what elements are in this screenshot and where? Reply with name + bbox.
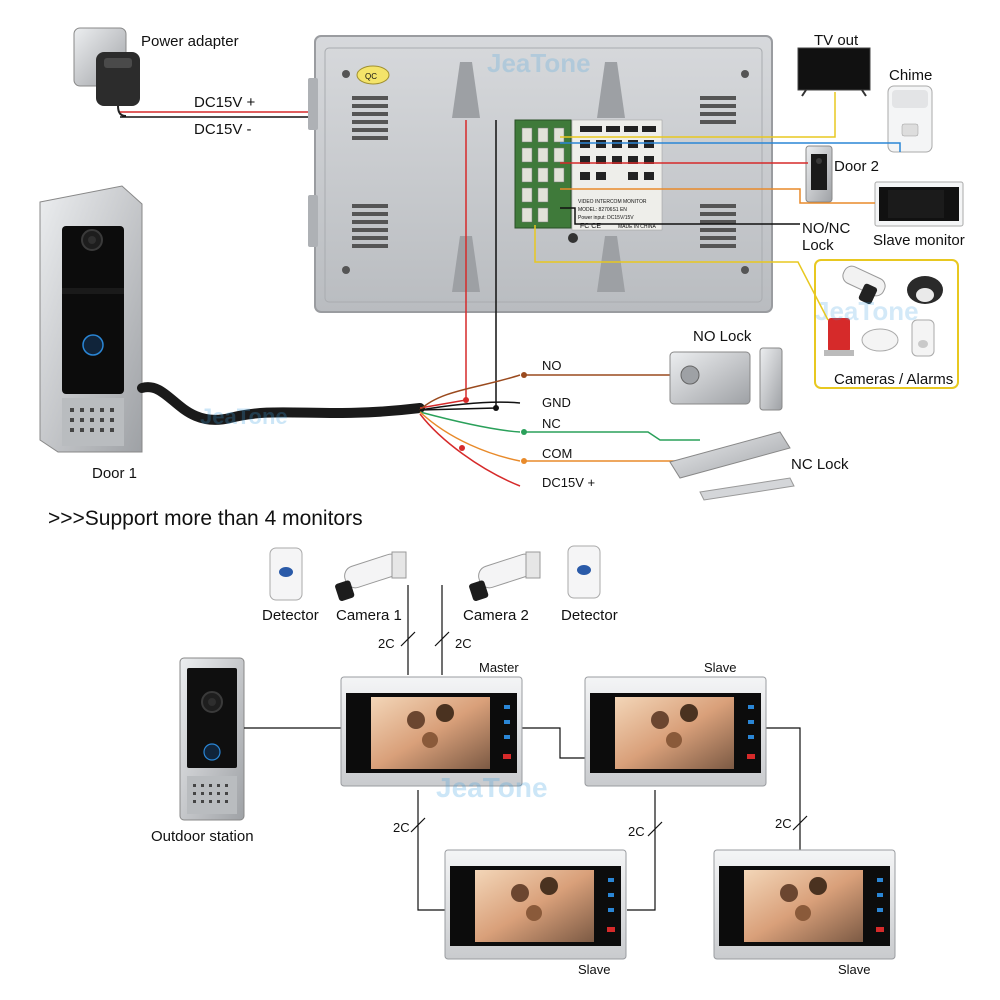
slave-label-top: Slave [704, 660, 737, 675]
board-model: MODEL: 82706S1 EN [578, 207, 627, 213]
power-adapter-label: Power adapter [141, 33, 239, 50]
door2-label: Door 2 [834, 158, 879, 175]
camera2-label: Camera 2 [463, 607, 529, 624]
slave-monitor-icon [874, 181, 964, 227]
wire-2c-cam1: 2C [378, 636, 395, 651]
wire-2c-slave2: 2C [628, 824, 645, 839]
outdoor-station-icon [179, 657, 245, 821]
board-power: Power input: DC15V/15V [578, 215, 634, 221]
detector-right-icon [567, 545, 601, 599]
wire-2c-cam2: 2C [455, 636, 472, 651]
detector-left-label: Detector [262, 607, 319, 624]
door2-icon [805, 145, 833, 203]
camera1-label: Camera 1 [336, 607, 402, 624]
cameras-alarms-label: Cameras / Alarms [834, 371, 953, 388]
door1-station [39, 185, 143, 453]
fc-mark: FC CE [580, 223, 601, 230]
wire-com-label: COM [542, 446, 572, 461]
chime-icon [887, 85, 933, 153]
nonc-lock-label-line1: NO/NC [802, 220, 851, 237]
tv-icon [797, 47, 871, 97]
nc-lock-icon [669, 431, 795, 501]
slave-label-bottom-right: Slave [838, 962, 871, 977]
tv-out-label: TV out [814, 32, 859, 49]
outdoor-station-label: Outdoor station [151, 828, 254, 845]
slave-monitor-bottom-right [713, 849, 896, 960]
slave-monitor-label: Slave monitor [873, 232, 965, 249]
master-monitor [340, 676, 523, 787]
camera2-icon [469, 551, 541, 601]
qc-badge: QC [365, 72, 377, 81]
power-adapter [73, 27, 140, 117]
wire-2c-slave1: 2C [393, 820, 410, 835]
slave-monitor-top [584, 676, 767, 787]
monitor-back-panel: QC VIDEO INTERCOM MONITOR MODEL: 82706S1… [308, 35, 773, 313]
wire-gnd-label: GND [542, 395, 571, 410]
wire-nc-label: NC [542, 416, 561, 431]
board-made: MADE IN CHINA [618, 224, 656, 230]
detector-right-label: Detector [561, 607, 618, 624]
camera1-icon [335, 551, 407, 601]
slave-label-bottom-left: Slave [578, 962, 611, 977]
nc-lock-label: NC Lock [791, 456, 849, 473]
brand-watermark-bottom: JeaTone [436, 772, 548, 803]
camera-wires [400, 585, 450, 675]
brand-watermark-top: JeaTone [487, 48, 591, 78]
nonc-lock-label-line2: Lock [802, 237, 834, 254]
master-label: Master [479, 660, 519, 675]
chime-label: Chime [889, 67, 932, 84]
board-title: VIDEO INTERCOM MONITOR [578, 199, 647, 205]
slave-monitor-bottom-left [444, 849, 627, 960]
wire-junction-dots [459, 372, 527, 464]
no-lock-icon [669, 347, 783, 411]
wire-no-label: NO [542, 358, 562, 373]
lock-wires [524, 374, 700, 462]
brand-watermark-right: JeaTone [815, 296, 919, 326]
dc-minus-label: DC15V - [194, 121, 252, 138]
right-wires [534, 92, 901, 321]
door1-label: Door 1 [92, 465, 137, 482]
detector-left-icon [269, 547, 303, 601]
door1-wires [419, 120, 521, 487]
door1-cable [137, 382, 425, 425]
support-heading: >>>Support more than 4 monitors [48, 507, 363, 530]
wire-dc-label: DC15V + [542, 475, 595, 490]
cameras-alarms-group [814, 259, 959, 389]
dc-plus-label: DC15V + [194, 94, 256, 111]
no-lock-label: NO Lock [693, 328, 752, 345]
wire-2c-slave3: 2C [775, 816, 792, 831]
brand-watermark-left: JeaTone [200, 404, 288, 429]
